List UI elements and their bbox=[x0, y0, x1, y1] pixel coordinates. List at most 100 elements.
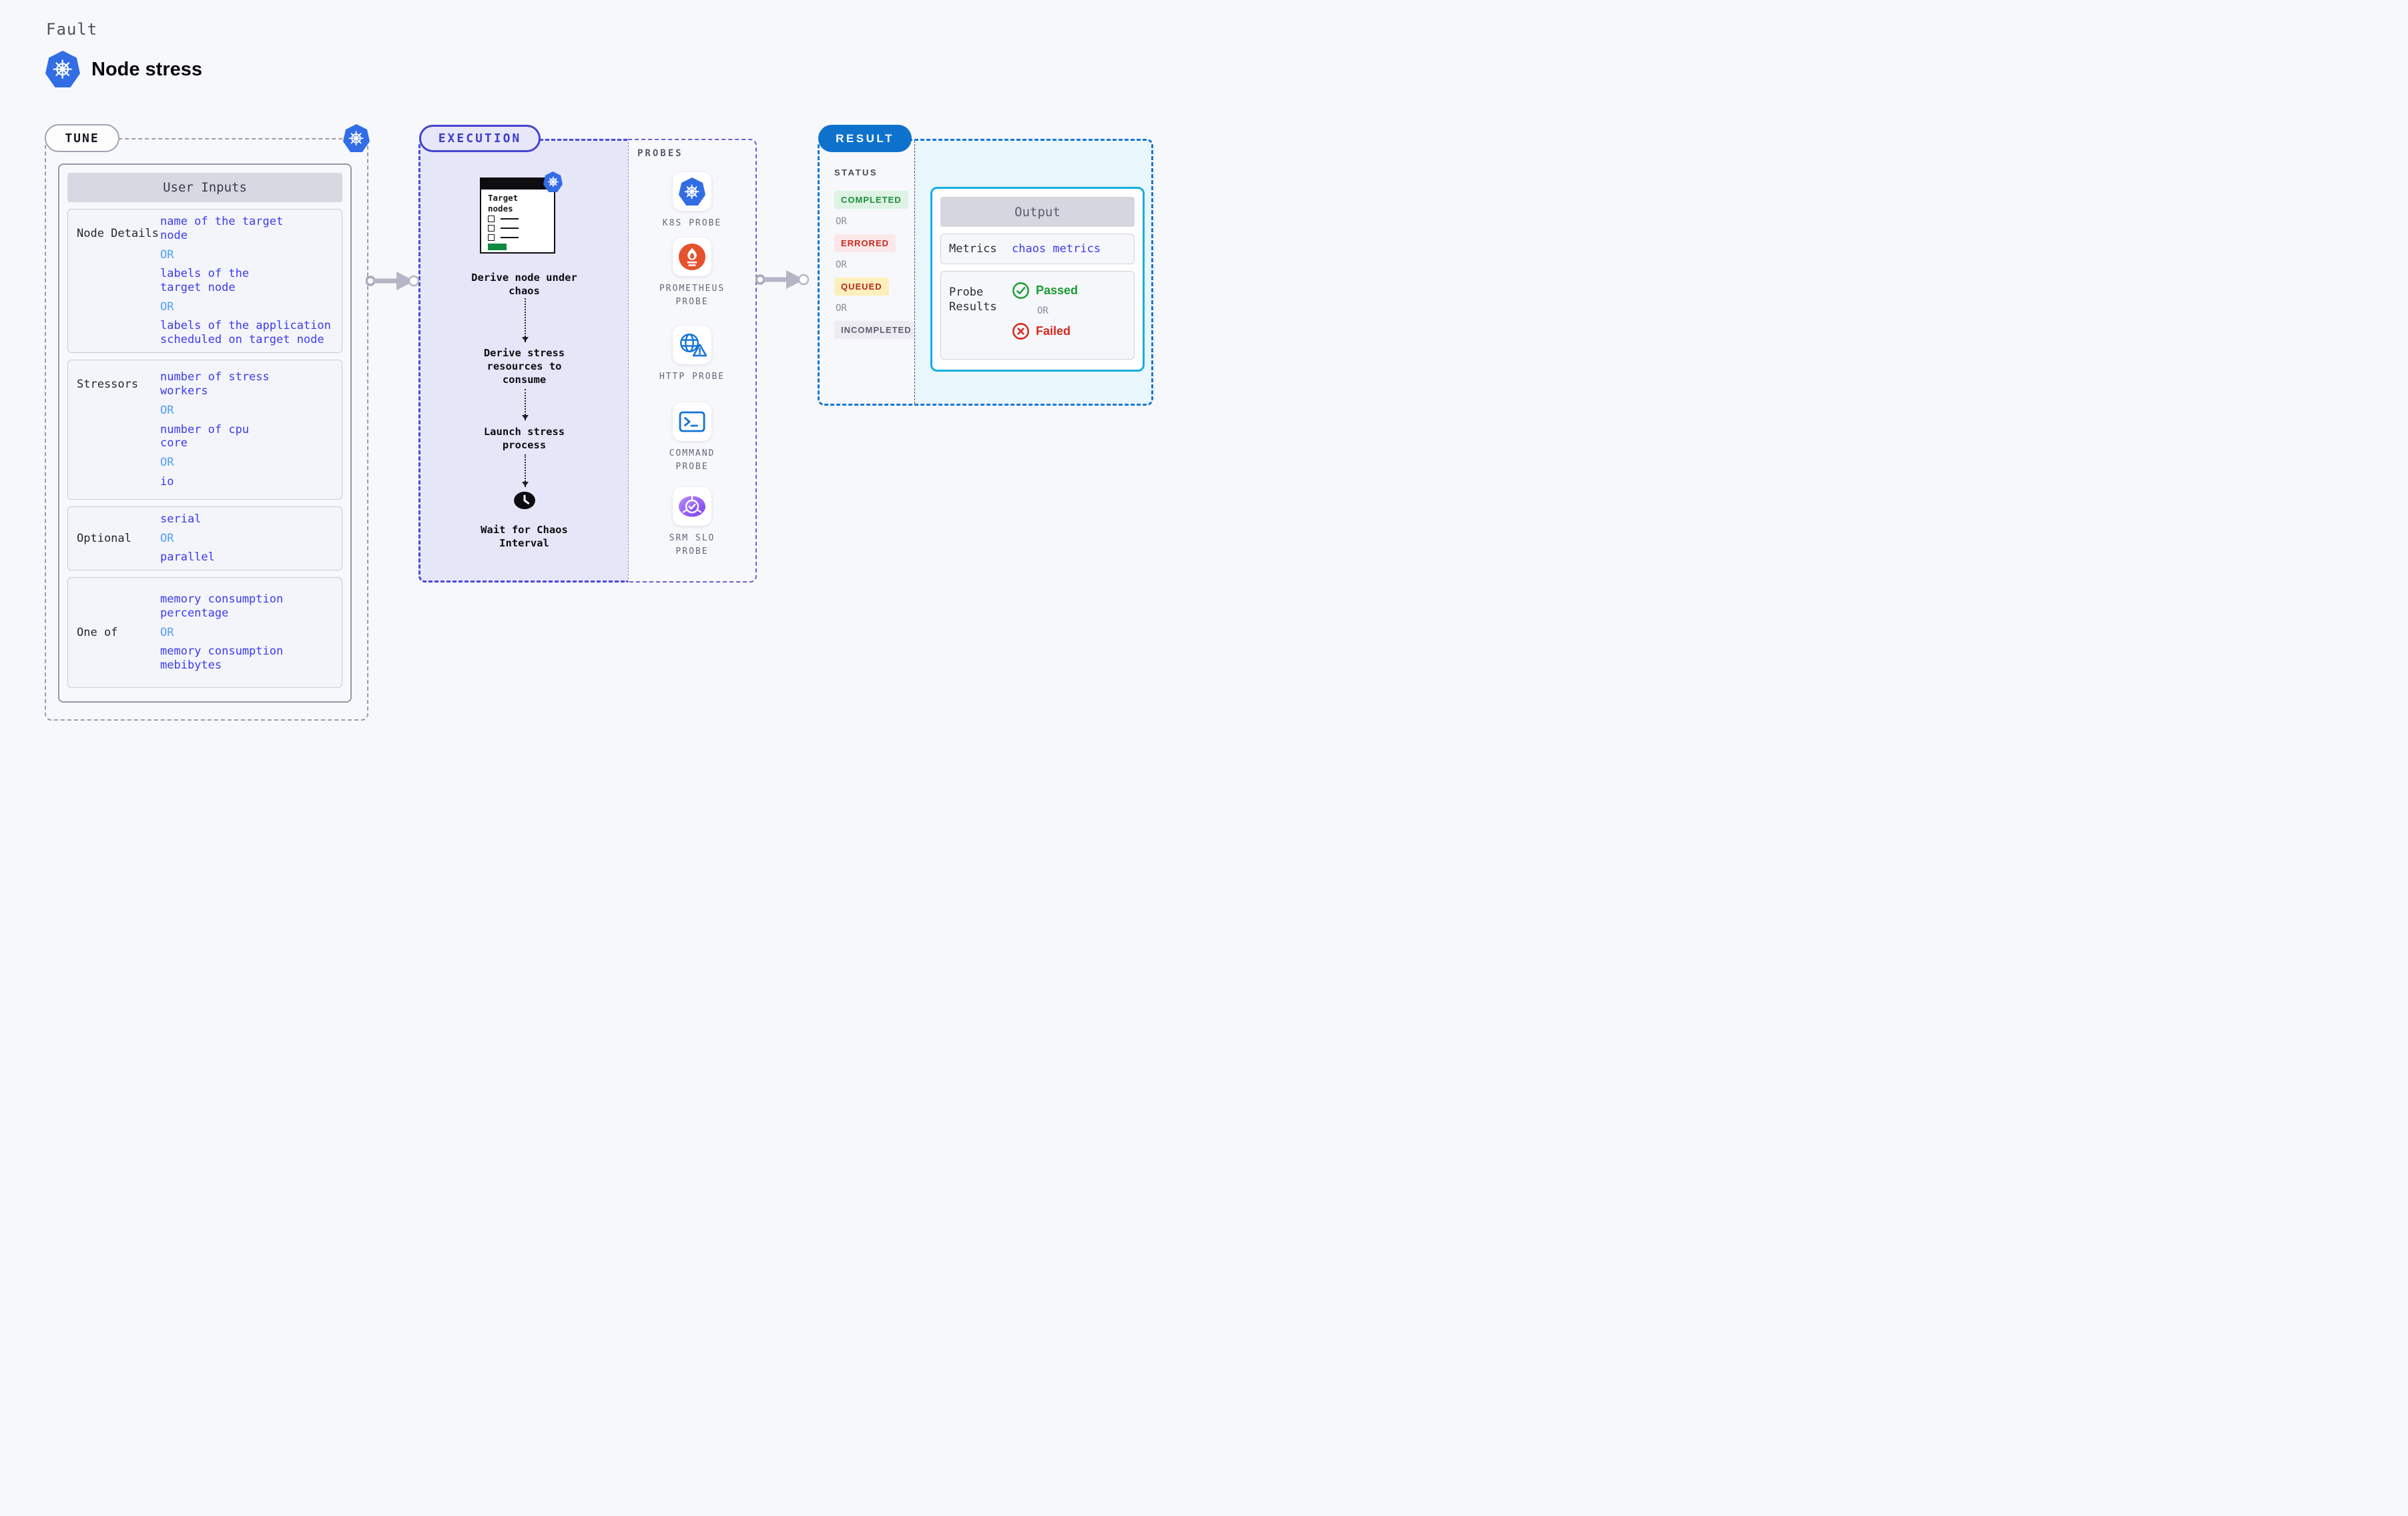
terminal-icon bbox=[679, 411, 705, 432]
fault-eyebrow: Fault bbox=[46, 20, 98, 39]
list-line bbox=[501, 218, 519, 220]
status-badge: QUEUED bbox=[834, 278, 889, 296]
or-separator: OR bbox=[836, 260, 847, 270]
probe-card bbox=[673, 172, 711, 211]
row-value: memory consumption percentage bbox=[160, 593, 284, 620]
checkbox-list-item bbox=[488, 216, 547, 223]
target-nodes-card: Target nodes bbox=[480, 171, 563, 254]
tune-section bbox=[45, 138, 368, 721]
down-arrow-icon bbox=[521, 389, 529, 420]
clipboard-header-bar bbox=[481, 179, 554, 190]
target-nodes-title: Target nodes bbox=[488, 193, 519, 214]
probe-item: COMMAND PROBE bbox=[629, 402, 756, 474]
probe-item: SRM SLO PROBE bbox=[629, 487, 756, 558]
table-row: Stressors number of stress workers OR nu… bbox=[67, 360, 342, 500]
page-title: Node stress bbox=[91, 59, 203, 80]
execution-section-pill: EXECUTION bbox=[419, 125, 541, 152]
prometheus-icon bbox=[679, 244, 705, 270]
or-separator: OR bbox=[836, 216, 847, 227]
down-arrow-icon bbox=[521, 298, 529, 342]
progress-bar bbox=[488, 244, 507, 251]
status-badge: ERRORED bbox=[834, 234, 896, 252]
kubernetes-icon bbox=[45, 51, 80, 87]
check-circle-icon bbox=[1012, 282, 1029, 299]
row-label: One of bbox=[77, 626, 118, 639]
row-value: io bbox=[160, 474, 174, 488]
down-arrow-icon bbox=[521, 454, 529, 487]
probe-card bbox=[673, 487, 711, 526]
row-value: name of the target node bbox=[160, 215, 284, 242]
output-panel: Output Metrics chaos metrics Probe Resul… bbox=[914, 141, 1151, 404]
flow-arrow-icon bbox=[756, 270, 809, 289]
row-label: Stressors bbox=[77, 378, 139, 391]
checkbox-icon bbox=[488, 216, 495, 223]
execution-step: Derive stress resources to consume bbox=[483, 347, 565, 386]
row-value: number of cpu core bbox=[160, 422, 250, 450]
status-heading: STATUS bbox=[834, 167, 878, 177]
execution-step: Launch stress process bbox=[483, 426, 565, 451]
execution-step: Derive node under chaos bbox=[471, 272, 577, 297]
or-separator: OR bbox=[1037, 306, 1048, 316]
result-pill-label: RESULT bbox=[836, 131, 894, 145]
checkbox-icon bbox=[488, 234, 495, 242]
slo-pie-check-icon bbox=[679, 496, 705, 517]
user-inputs-header: User Inputs bbox=[67, 173, 342, 202]
table-row: Node Details name of the target node OR … bbox=[67, 209, 342, 353]
row-value: number of stress workers bbox=[160, 370, 270, 398]
kubernetes-icon bbox=[679, 177, 705, 206]
list-line bbox=[501, 228, 519, 230]
table-row: Optional serial OR parallel bbox=[67, 506, 342, 571]
tune-section-pill: TUNE bbox=[45, 124, 119, 152]
list-line bbox=[501, 237, 519, 239]
metrics-value: chaos metrics bbox=[1012, 242, 1101, 256]
result-section-pill: RESULT bbox=[818, 125, 912, 152]
output-header: Output bbox=[940, 197, 1135, 227]
tune-pill-label: TUNE bbox=[65, 131, 99, 145]
row-value: labels of the target node bbox=[160, 267, 250, 294]
row-value: labels of the application scheduled on t… bbox=[160, 319, 331, 347]
probes-panel: PROBES K8S PROBE bbox=[628, 139, 757, 583]
row-label: Optional bbox=[77, 532, 131, 545]
x-circle-icon bbox=[1012, 323, 1029, 340]
or-separator: OR bbox=[160, 300, 174, 314]
row-value: serial bbox=[160, 512, 202, 526]
probe-label: COMMAND PROBE bbox=[669, 448, 715, 472]
http-globe-warning-icon bbox=[679, 333, 707, 357]
or-separator: OR bbox=[160, 625, 174, 639]
probe-item: HTTP PROBE bbox=[629, 326, 756, 384]
result-section: STATUS COMPLETED OR ERRORED OR QUEUED OR… bbox=[818, 139, 1153, 406]
probe-item: K8S PROBE bbox=[629, 172, 756, 230]
probe-label: SRM SLO PROBE bbox=[669, 533, 715, 557]
failed-result: Failed bbox=[1012, 322, 1078, 340]
status-column: STATUS COMPLETED OR ERRORED OR QUEUED OR… bbox=[820, 141, 918, 404]
checkbox-list-item bbox=[488, 234, 547, 242]
or-separator: OR bbox=[160, 248, 174, 262]
probe-card bbox=[673, 402, 711, 441]
or-separator: OR bbox=[160, 456, 174, 470]
node-stress-fault-diagram: Fault Node stress TUNE User Inputs Node … bbox=[0, 0, 1204, 758]
probe-card bbox=[673, 326, 711, 364]
or-separator: OR bbox=[160, 403, 174, 417]
kubernetes-icon bbox=[343, 124, 370, 152]
probe-label: HTTP PROBE bbox=[659, 372, 725, 382]
metrics-label: Metrics bbox=[949, 242, 997, 256]
table-row: One of memory consumption percentage OR … bbox=[67, 577, 342, 688]
row-label: Node Details bbox=[77, 227, 159, 240]
probes-heading: PROBES bbox=[637, 148, 683, 159]
row-value: memory consumption mebibytes bbox=[160, 645, 284, 673]
row-value: parallel bbox=[160, 550, 215, 564]
passed-label: Passed bbox=[1036, 284, 1079, 297]
probe-label: K8S PROBE bbox=[662, 218, 722, 228]
probe-results-label: Probe Results bbox=[949, 286, 997, 314]
probe-label: PROMETHEUS PROBE bbox=[659, 284, 725, 308]
execution-pill-label: EXECUTION bbox=[438, 131, 522, 145]
status-badge: COMPLETED bbox=[834, 191, 908, 209]
status-badge: INCOMPLETED bbox=[834, 321, 918, 339]
execution-step: Wait for Chaos Interval bbox=[481, 524, 568, 549]
checkbox-list-item bbox=[488, 225, 547, 232]
or-separator: OR bbox=[836, 303, 847, 314]
probe-card bbox=[673, 238, 711, 276]
failed-label: Failed bbox=[1036, 324, 1071, 338]
flow-arrow-icon bbox=[366, 272, 419, 290]
or-separator: OR bbox=[160, 531, 174, 545]
